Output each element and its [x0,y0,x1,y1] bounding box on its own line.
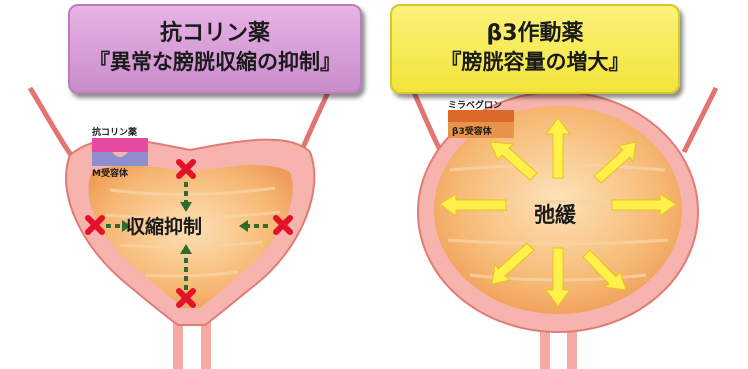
right-title: β3作動薬 [392,20,678,48]
left-title-box: 抗コリン薬 『異常な膀胱収縮の抑制』 [68,4,362,94]
left-receptor-block [92,138,148,166]
right-center-label: 弛緩 [534,199,576,229]
left-receptor-label: M受容体 [92,166,128,179]
left-drug-label: 抗コリン薬 [92,125,137,138]
right-title-box: β3作動薬 『膀胱容量の増大』 [390,4,680,94]
left-title: 抗コリン薬 [70,20,360,48]
anticholinergic-block [92,138,148,152]
left-subtitle: 『異常な膀胱収縮の抑制』 [70,48,360,76]
left-center-label: 収縮抑制 [126,212,202,239]
right-drug-label: ミラベグロン [448,98,502,111]
right-urethra [545,330,572,369]
right-receptor-label: β3受容体 [452,124,492,137]
right-ureter-right [684,88,716,152]
right-ureter-left [412,88,440,150]
mirabegron-block [448,110,514,122]
right-subtitle: 『膀胱容量の増大』 [392,48,678,76]
